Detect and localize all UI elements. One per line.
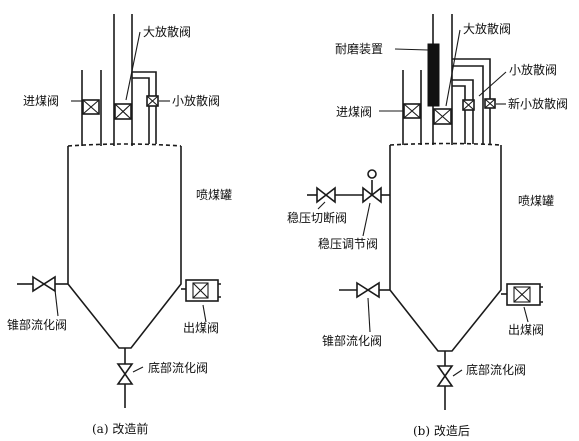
- label-coal-outlet-a: 出煤阀: [183, 321, 219, 335]
- label-coal-inlet-a: 进煤阀: [23, 94, 59, 108]
- label-small-vent-b: 小放散阀: [509, 62, 557, 77]
- tank-body-a: [67, 143, 182, 349]
- coal-outlet-valve-a: [181, 279, 221, 302]
- label-pressure-regulate-b: 稳压调节阀: [318, 236, 378, 251]
- cone-fluid-valve-b: [339, 281, 390, 299]
- coal-inlet-valve-a: [82, 99, 100, 115]
- caption-b: (b) 改造后: [413, 424, 470, 438]
- label-cone-fluid-a: 锥部流化阀: [7, 317, 67, 332]
- leader-lines-b: [317, 29, 529, 377]
- new-small-vent-valve-b: [484, 98, 496, 109]
- caption-a: (a) 改造前: [92, 421, 148, 436]
- small-vent-valve-b: [462, 99, 475, 111]
- wear-device-b: [427, 43, 440, 107]
- label-coal-outlet-b: 出煤阀: [508, 323, 544, 337]
- label-tank-b: 喷煤罐: [518, 194, 554, 208]
- bottom-fluid-valve-b: [436, 351, 454, 410]
- diagram-after: 大放散阀 耐磨装置 小放散阀 进煤阀 新小放散阀 喷煤罐 稳压切断阀 稳压调节阀…: [287, 14, 568, 438]
- small-vent-pipe-a: [132, 71, 157, 144]
- leader-lines-a: [54, 31, 207, 373]
- bottom-fluid-valve-a: [116, 348, 134, 408]
- label-bottom-fluid-b: 底部流化阀: [466, 362, 526, 377]
- diagram-before: 大放散阀 小放散阀 进煤阀 喷煤罐 锥部流化阀 出煤阀 底部流化阀 (a) 改造…: [7, 14, 232, 436]
- label-new-small-vent-b: 新小放散阀: [508, 96, 568, 111]
- coal-inlet-valve-b: [403, 103, 421, 119]
- main-vent-valve-a: [114, 103, 132, 120]
- label-cone-fluid-b: 锥部流化阀: [322, 333, 382, 348]
- label-pressure-cutoff-b: 稳压切断阀: [287, 210, 347, 225]
- main-vent-pipe-a: [113, 14, 133, 146]
- small-vent-valve-a: [146, 95, 159, 107]
- small-vent-pipe-b: [452, 58, 491, 144]
- label-bottom-fluid-a: 底部流化阀: [148, 360, 208, 375]
- pressure-cutoff-valve-b: [316, 186, 336, 204]
- pressure-regulate-valve-b: [362, 169, 382, 204]
- main-vent-valve-b: [433, 108, 452, 125]
- vent-branch-pipe-b: [452, 79, 474, 144]
- label-wear-device-b: 耐磨装置: [335, 42, 383, 56]
- cone-fluid-valve-a: [17, 275, 68, 293]
- label-main-vent-a: 大放散阀: [143, 24, 191, 39]
- tank-body-b: [389, 142, 502, 352]
- coal-inlet-pipe-a: [81, 70, 102, 146]
- label-tank-a: 喷煤罐: [196, 188, 232, 202]
- label-small-vent-a: 小放散阀: [172, 93, 220, 108]
- coal-inlet-pipe-b: [402, 70, 422, 145]
- label-main-vent-b: 大放散阀: [463, 21, 511, 36]
- coal-outlet-valve-b: [501, 283, 543, 306]
- label-coal-inlet-b: 进煤阀: [336, 105, 372, 119]
